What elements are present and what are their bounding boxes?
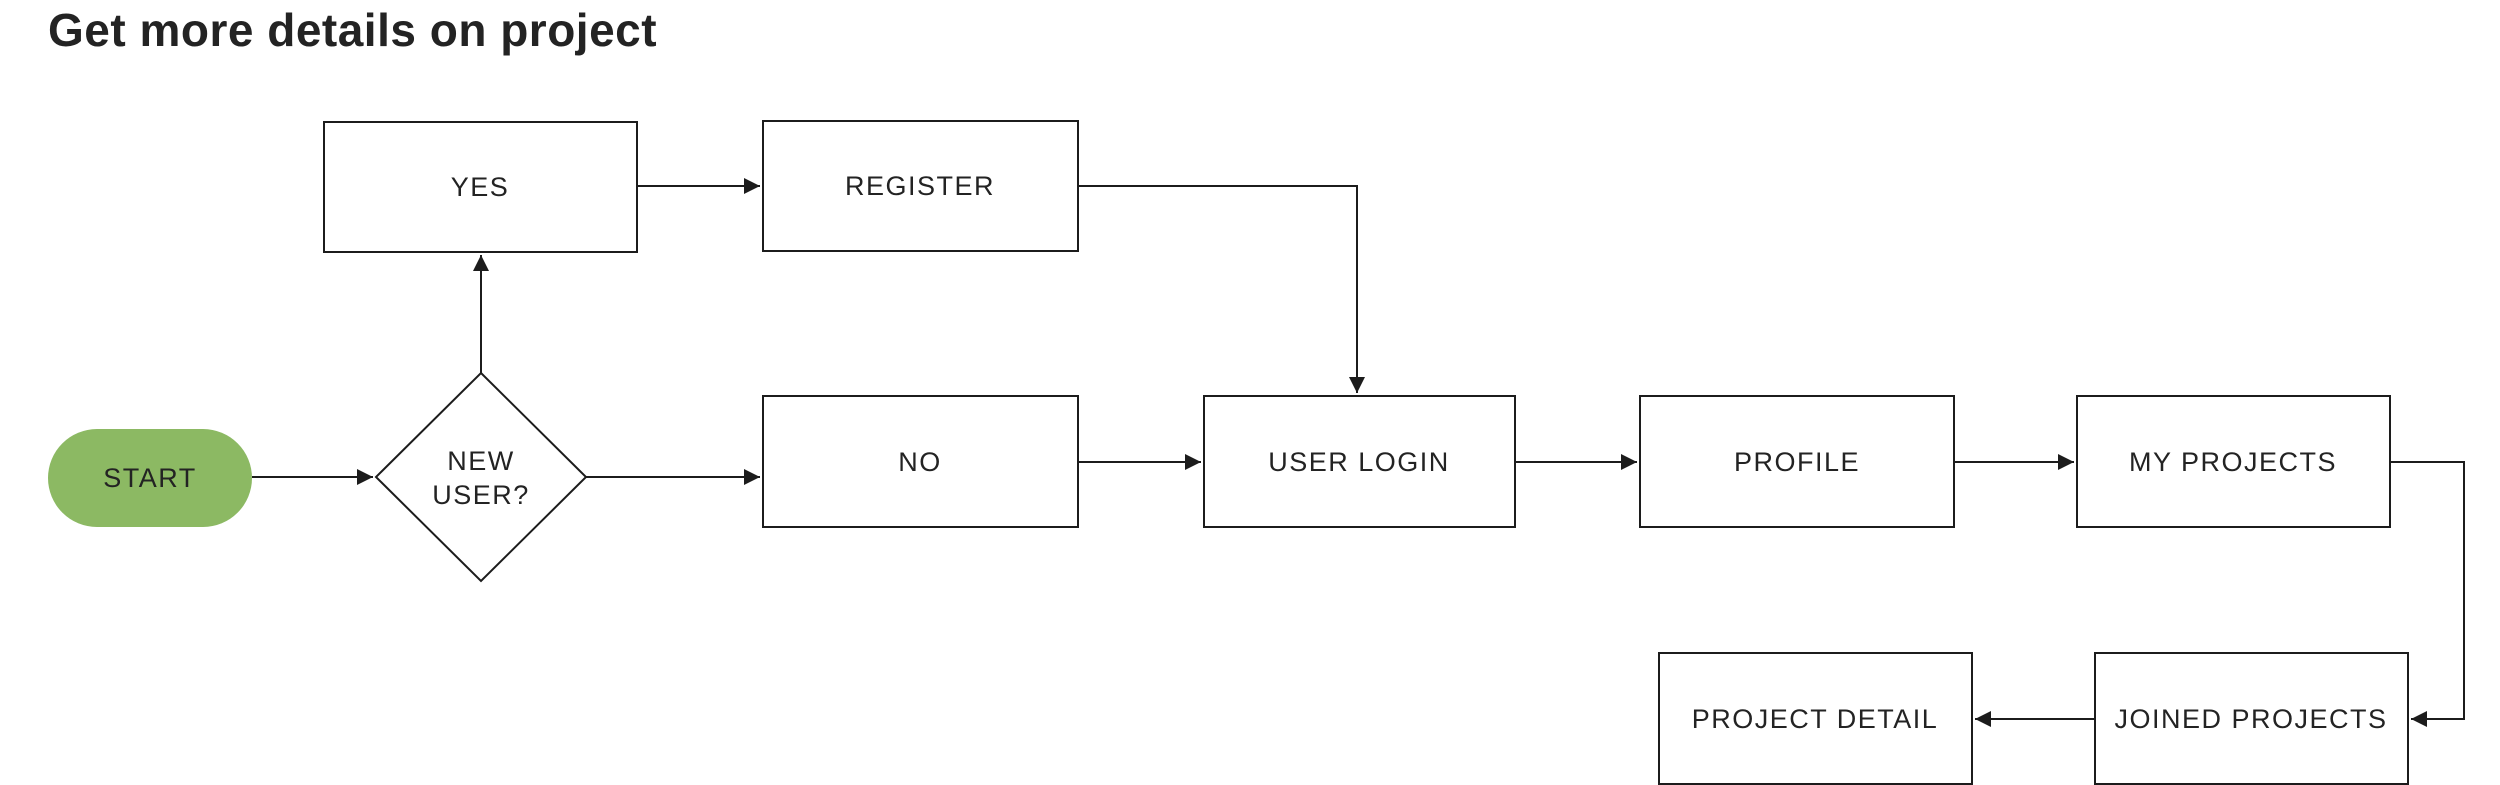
- decision-label-line2: USER?: [432, 480, 530, 510]
- edge-register-to-user-login: [1078, 185, 1365, 393]
- joined-projects-box-shape: [2094, 652, 2409, 785]
- decision-label-line1: NEW: [447, 446, 515, 476]
- user-login-label: USER LOGIN: [1268, 447, 1450, 477]
- start-label: START: [103, 463, 197, 493]
- node-start: START: [48, 429, 252, 527]
- no-label: NO: [898, 447, 942, 477]
- project-detail-label: PROJECT DETAIL: [1692, 704, 1939, 734]
- start-pill-shape: [48, 429, 252, 527]
- node-joined-projects: JOINED PROJECTS: [2094, 652, 2409, 785]
- yes-label: YES: [451, 172, 510, 202]
- page-title: Get more details on project: [48, 4, 657, 56]
- profile-label: PROFILE: [1734, 447, 1860, 477]
- profile-box-shape: [1639, 395, 1955, 528]
- node-profile: PROFILE: [1639, 395, 1955, 528]
- node-my-projects: MY PROJECTS: [2076, 395, 2391, 528]
- edge-my-projects-to-joined-projects: [2390, 461, 2465, 727]
- node-project-detail: PROJECT DETAIL: [1658, 652, 1973, 785]
- yes-box-shape: [323, 121, 638, 253]
- user-login-box-shape: [1203, 395, 1516, 528]
- my-projects-label: MY PROJECTS: [2129, 447, 2337, 477]
- node-no: NO: [762, 395, 1079, 528]
- my-projects-box-shape: [2076, 395, 2391, 528]
- node-register: REGISTER: [762, 120, 1079, 252]
- node-new-user: NEW USER?: [374, 371, 588, 583]
- decision-diamond-shape: [374, 371, 588, 583]
- node-yes: YES: [323, 121, 638, 253]
- joined-projects-label: JOINED PROJECTS: [2114, 704, 2387, 734]
- register-label: REGISTER: [845, 171, 995, 201]
- register-box-shape: [762, 120, 1079, 252]
- project-detail-box-shape: [1658, 652, 1973, 785]
- node-user-login: USER LOGIN: [1203, 395, 1516, 528]
- no-box-shape: [762, 395, 1079, 528]
